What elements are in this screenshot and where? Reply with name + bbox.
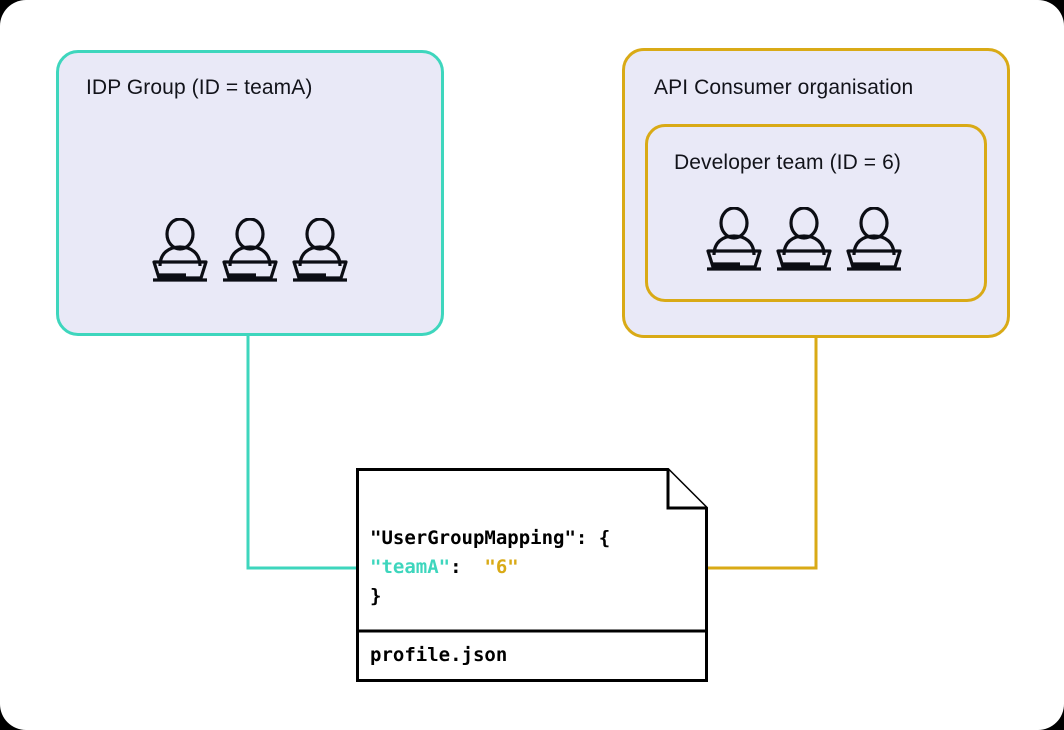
person-at-laptop-icon	[222, 218, 278, 282]
code-line-1: "UserGroupMapping": {	[370, 527, 611, 549]
document-filename: profile.json	[370, 644, 508, 666]
code-line-3: }	[370, 585, 382, 607]
profile-json-document[interactable]: "UserGroupMapping": { "teamA": "6" } pro…	[356, 468, 708, 682]
person-at-laptop-icon	[776, 207, 832, 271]
idp-group-box[interactable]	[56, 50, 444, 336]
document-outline	[356, 468, 708, 682]
code-mapping-value: "6"	[484, 556, 519, 578]
developer-team-people	[706, 207, 902, 273]
idp-group-people	[152, 218, 348, 284]
person-at-laptop-icon	[152, 218, 208, 282]
person-at-laptop-icon	[846, 207, 902, 271]
developer-team-title: Developer team (ID = 6)	[674, 151, 901, 174]
person-at-laptop-icon	[706, 207, 762, 271]
idp-group-title: IDP Group (ID = teamA)	[86, 76, 313, 99]
document-shape	[356, 468, 708, 682]
code-colon: :	[450, 556, 462, 578]
code-mapping-key: "teamA"	[370, 556, 451, 578]
api-consumer-organisation-box[interactable]	[622, 48, 1010, 338]
teal-connector-path	[246, 334, 390, 570]
document-fold-icon	[666, 469, 707, 510]
developer-team-box[interactable]	[645, 124, 987, 302]
document-code-block: "UserGroupMapping": { "teamA": "6" }	[370, 524, 610, 611]
person-at-laptop-icon	[292, 218, 348, 282]
api-consumer-organisation-title: API Consumer organisation	[654, 76, 914, 99]
